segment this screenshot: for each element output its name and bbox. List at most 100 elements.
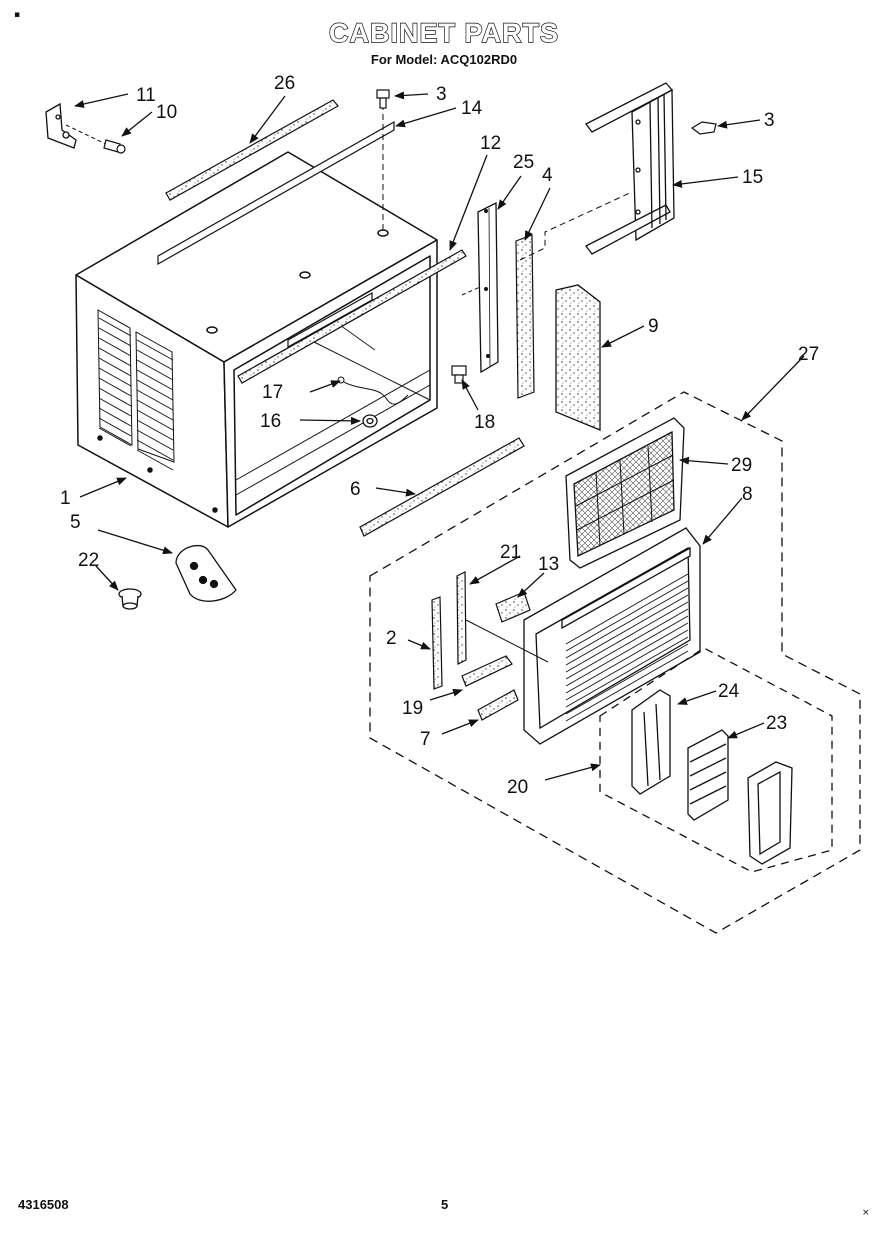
callout-2: 2 (386, 628, 397, 649)
callout-25: 25 (513, 152, 534, 173)
callout-17: 17 (262, 382, 283, 403)
louver-slat (136, 349, 174, 371)
callout-23: 23 (766, 713, 787, 734)
callout-3-top: 3 (436, 84, 447, 105)
panel-slat (565, 622, 689, 694)
part-19-block (461, 655, 513, 687)
louver-slat (136, 439, 174, 461)
callout-29: 29 (731, 455, 752, 476)
panel-slat (565, 573, 689, 645)
front-panel-slats (565, 573, 689, 722)
callout-1: 1 (60, 488, 71, 509)
page-title: CABINET PARTS (328, 17, 559, 48)
louver-slat (136, 419, 174, 441)
louver-slat (98, 407, 132, 427)
callout-labels: 11 10 26 3 14 12 25 4 3 15 9 27 17 16 18… (60, 73, 819, 798)
callout-24: 24 (718, 681, 740, 702)
leader-arrows (74, 91, 805, 781)
louver-housing (747, 761, 793, 865)
part-21-strip (456, 571, 467, 665)
callout-4: 4 (542, 165, 553, 186)
louver-slat (136, 389, 174, 411)
callout-27: 27 (798, 344, 819, 365)
callout-18: 18 (474, 412, 495, 433)
louver-slat (98, 417, 132, 437)
cabinet-shell (75, 151, 438, 528)
part-29-grille (565, 417, 685, 569)
louver-slat (98, 337, 132, 357)
part-25-channel (477, 201, 499, 374)
louver-slat (98, 377, 132, 397)
part-9-filter (555, 284, 601, 431)
louver-slat (136, 359, 174, 381)
louver-slat (136, 409, 174, 431)
callout-5: 5 (70, 512, 81, 533)
panel-slat (565, 580, 689, 652)
callout-6: 6 (350, 479, 361, 500)
callout-11: 11 (136, 85, 156, 106)
callout-22: 22 (78, 550, 99, 571)
callout-7: 7 (420, 729, 431, 750)
louver-slats (98, 317, 174, 471)
louver-slat (98, 347, 132, 367)
document-number: 4316508 (18, 1197, 69, 1212)
part-6-strip (359, 437, 525, 537)
callout-20: 20 (507, 777, 528, 798)
panel-slat (565, 608, 689, 680)
part-24-louver-frame (631, 689, 671, 795)
panel-slat (565, 587, 689, 659)
bottom-right-mark: × (862, 1208, 870, 1218)
louver-slat (98, 357, 132, 377)
callout-19: 19 (402, 698, 423, 719)
panel-slat (565, 643, 689, 715)
part-26-strip (165, 99, 339, 201)
part-18-screw (451, 365, 467, 384)
part-3-screw-top (376, 89, 390, 109)
panel-slat (565, 594, 689, 666)
part-2-strip (431, 596, 443, 690)
page-number: 5 (441, 1197, 449, 1212)
callout-26: 26 (274, 73, 295, 94)
callout-13: 13 (538, 554, 559, 575)
callout-12: 12 (480, 133, 501, 154)
callout-21: 21 (500, 542, 521, 563)
part-23-louver (687, 729, 729, 821)
part-11-bracket (45, 102, 77, 149)
louver-slat (136, 379, 174, 401)
panel-slat (565, 615, 689, 687)
panel-slat (565, 601, 689, 673)
callout-14: 14 (461, 98, 483, 119)
callout-3-right: 3 (764, 110, 775, 131)
callout-15: 15 (742, 167, 763, 188)
part-3-screw-right (690, 121, 717, 135)
callout-8: 8 (742, 484, 753, 505)
louver-slat (136, 369, 174, 391)
louver-slat (98, 317, 132, 337)
panel-slat (565, 629, 689, 701)
louver-slat (98, 367, 132, 387)
part-10-screw (103, 139, 126, 154)
callout-10: 10 (156, 102, 177, 123)
part-4-seal (515, 234, 535, 399)
louver-slat (136, 429, 174, 451)
louver-slat (98, 427, 132, 447)
model-subtitle: For Model: ACQ102RD0 (370, 52, 518, 67)
louver-slat (98, 387, 132, 407)
panel-slat (565, 650, 689, 722)
part-7-block (477, 689, 519, 721)
louver-slat (98, 397, 132, 417)
part-15-side-curtain (585, 82, 675, 255)
callout-16: 16 (260, 411, 281, 432)
louver-slat (136, 339, 174, 361)
part-16-grommet (362, 414, 378, 428)
part-13-foam (495, 591, 531, 623)
callout-9: 9 (648, 316, 659, 337)
panel-slat (565, 636, 689, 708)
louver-slat (136, 449, 174, 471)
louver-slat (98, 327, 132, 347)
part-22-plug (118, 588, 142, 610)
part-5-clip (175, 545, 237, 602)
louver-slat (136, 399, 174, 421)
